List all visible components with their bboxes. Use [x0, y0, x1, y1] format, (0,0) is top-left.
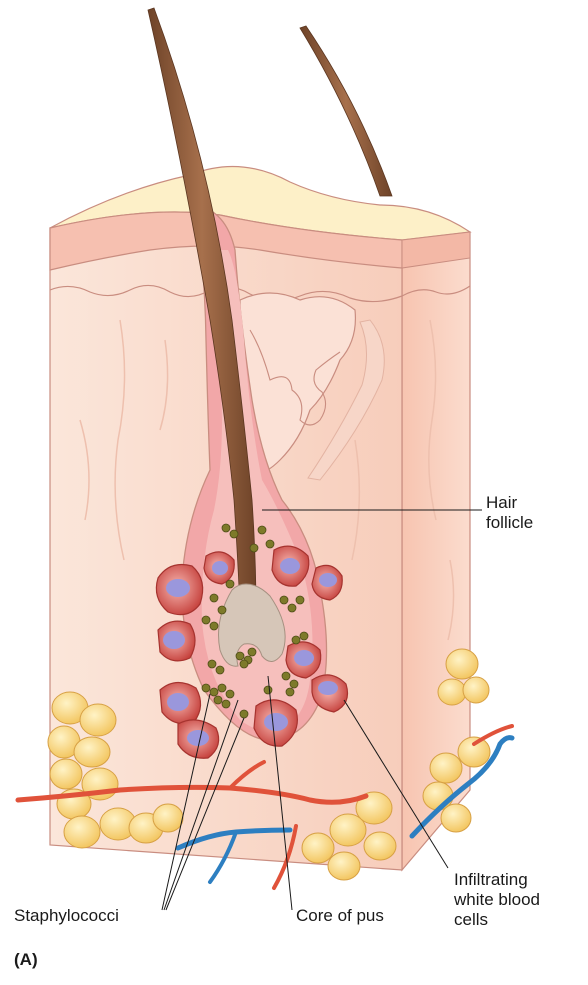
- wbc-7: [312, 565, 342, 600]
- hair-shaft-secondary: [300, 26, 392, 196]
- label-cells: cells: [454, 910, 488, 930]
- wbc-2: [158, 621, 195, 661]
- wbc-1: [156, 565, 202, 615]
- label-hair: Hair: [486, 493, 517, 513]
- label-staphylococci: Staphylococci: [14, 906, 119, 926]
- label-white-blood: white blood: [454, 890, 540, 910]
- panel-label: (A): [14, 950, 38, 970]
- label-infiltrating: Infiltrating: [454, 870, 528, 890]
- artery-right: [474, 726, 512, 744]
- label-follicle: follicle: [486, 513, 533, 533]
- label-core-of-pus: Core of pus: [296, 906, 384, 926]
